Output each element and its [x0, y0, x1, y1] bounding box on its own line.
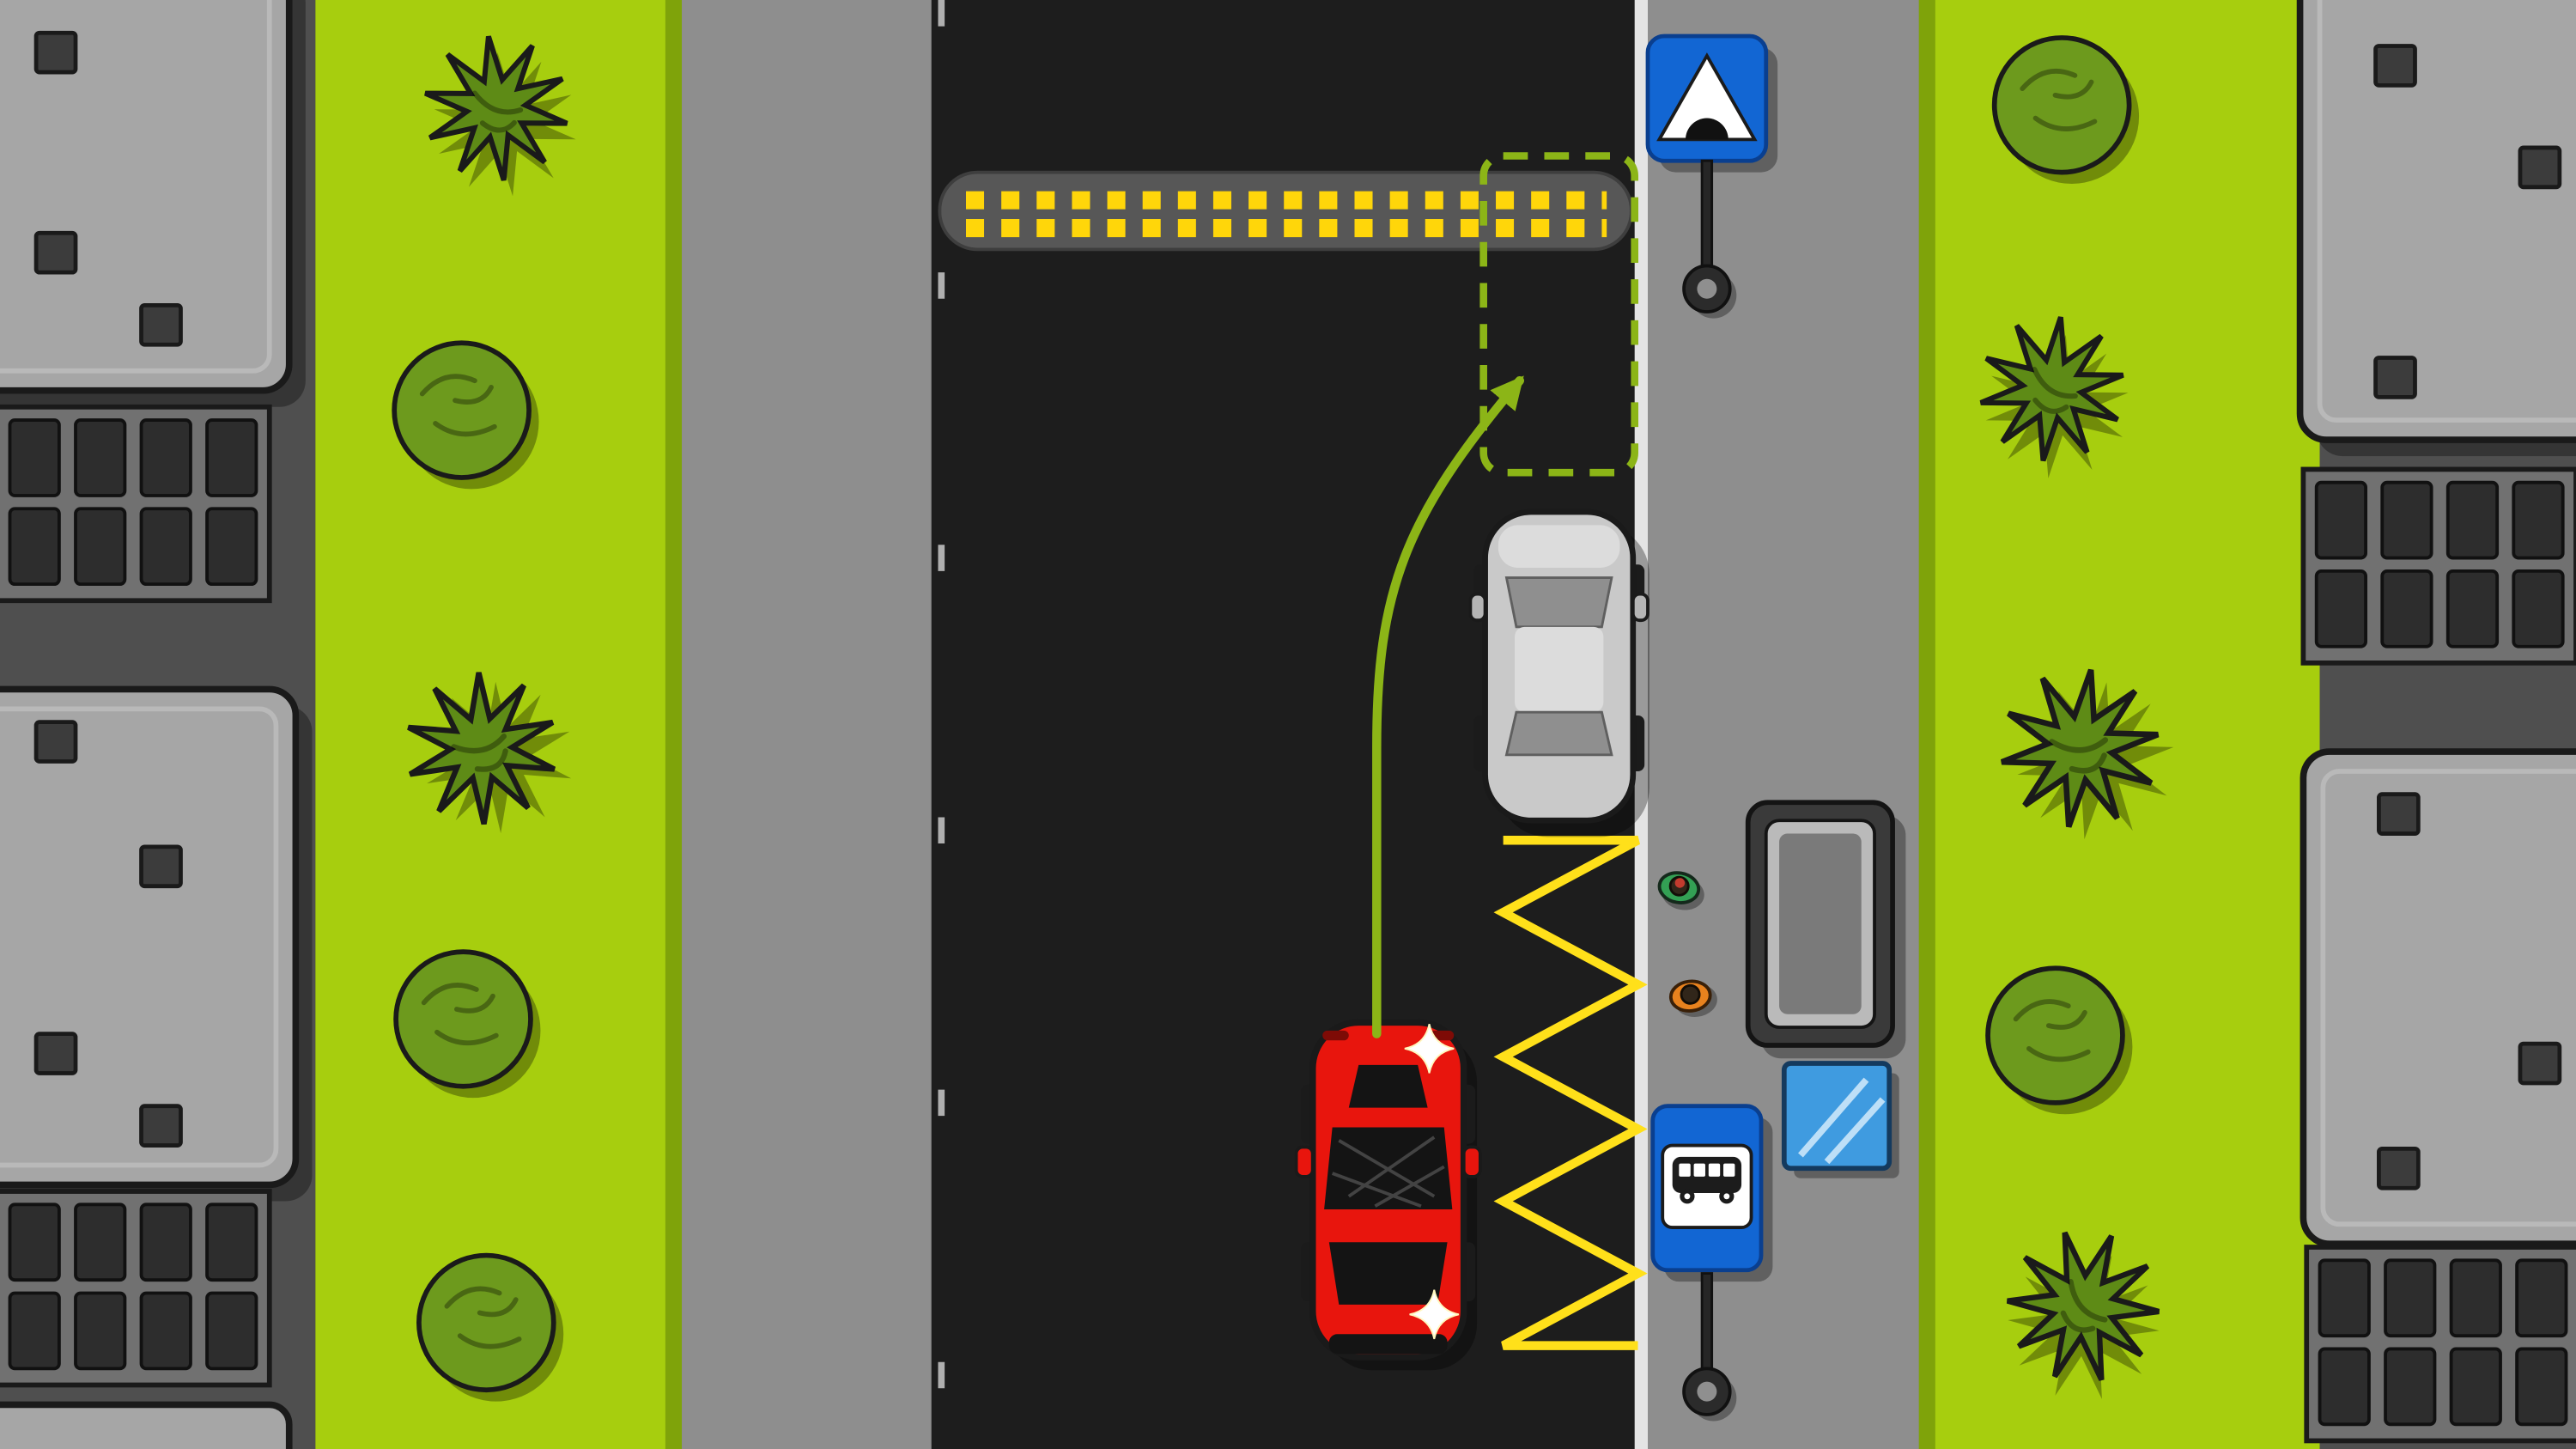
bus-icon-window	[1708, 1163, 1721, 1177]
pedestrian-2	[1668, 979, 1717, 1017]
bus-icon-window	[1679, 1163, 1691, 1177]
pedestrian-cap	[1674, 878, 1686, 888]
speed-bump-band	[938, 170, 1633, 252]
turn-signal-sparkle-front	[1404, 1023, 1455, 1074]
hood-highlight	[1498, 525, 1620, 569]
roof-window	[2377, 792, 2421, 836]
windshield-reflections	[1331, 1135, 1445, 1209]
building-roof-edge	[2317, 0, 2576, 423]
headlight-left	[1322, 1030, 1349, 1041]
side-mirror	[1461, 1145, 1482, 1178]
side-mirror	[1468, 592, 1487, 623]
building-roof-partial	[0, 1401, 293, 1449]
shelter-roof-center	[1779, 833, 1862, 1014]
left-sidewalk	[682, 0, 932, 1449]
building-roof	[2296, 0, 2576, 443]
building-top-right	[2296, 0, 2576, 457]
left-grass-edge	[665, 0, 683, 1449]
roof-window	[2377, 1146, 2421, 1190]
building-cell-grid	[2306, 1247, 2576, 1440]
building-roof	[0, 0, 293, 394]
bus-icon-hubcap	[1684, 1193, 1691, 1200]
building-roof-edge	[0, 706, 279, 1168]
hood-intake	[1348, 1064, 1428, 1108]
roof-window	[33, 720, 78, 764]
bus-stop-zigzag-marking	[1493, 835, 1648, 1350]
bump-icon	[1686, 118, 1728, 140]
bus-shelter	[1745, 800, 1906, 1059]
pedestrian-1	[1657, 871, 1704, 910]
roof-window	[33, 230, 78, 275]
roof-window	[139, 844, 183, 889]
pedestrian-head	[1680, 983, 1701, 1005]
right-grass-edge	[1918, 0, 1935, 1449]
building-top-left	[0, 0, 306, 407]
rear-diffuser	[1328, 1334, 1448, 1355]
bus-icon-hubcap	[1723, 1193, 1730, 1200]
speed-bump-sign	[1645, 33, 1778, 173]
turn-signal-sparkle-rear	[1409, 1289, 1460, 1340]
building-cell-grid	[0, 407, 270, 600]
glass-reflection	[1798, 1077, 1886, 1165]
maneuver-arrow	[1372, 375, 1525, 1038]
parked-silver-car	[1468, 508, 1649, 837]
windshield	[1504, 576, 1613, 629]
right-grass-strip	[1918, 0, 2320, 1449]
bus-stop-sign	[1650, 1104, 1773, 1282]
roof-window	[2373, 356, 2417, 399]
shelter-glass-panel	[1781, 1061, 1899, 1178]
rear-window	[1504, 710, 1613, 757]
pole-base-cap	[1697, 1381, 1717, 1402]
building-roof	[2300, 748, 2576, 1247]
building-roof-edge	[2320, 769, 2576, 1227]
rear-window	[1328, 1242, 1448, 1305]
roof	[1515, 626, 1604, 713]
roof-window	[33, 1032, 78, 1075]
red-car	[1294, 1019, 1482, 1371]
side-mirror	[1631, 592, 1649, 623]
pole-base-cap	[1697, 278, 1717, 299]
bus-icon-window	[1693, 1163, 1705, 1177]
building-cell-grid	[0, 1191, 270, 1385]
roof-window	[2518, 1041, 2562, 1086]
building-bottom-right	[2300, 748, 2576, 1261]
building-bottom-left	[0, 685, 313, 1202]
bus-icon-window	[1723, 1163, 1735, 1177]
roof-window	[139, 1104, 183, 1148]
building-roof-edge	[0, 0, 272, 374]
roof-window	[139, 302, 183, 347]
sign-pole	[1700, 159, 1714, 267]
roof-window	[2518, 145, 2562, 190]
building-cell-grid	[2303, 469, 2576, 662]
target-parking-zone	[1479, 152, 1639, 477]
speed-bump	[938, 170, 1633, 252]
roof-window	[33, 30, 78, 75]
side-mirror	[1294, 1145, 1315, 1178]
sign-pole	[1700, 1272, 1714, 1377]
roof-window	[2373, 44, 2417, 88]
